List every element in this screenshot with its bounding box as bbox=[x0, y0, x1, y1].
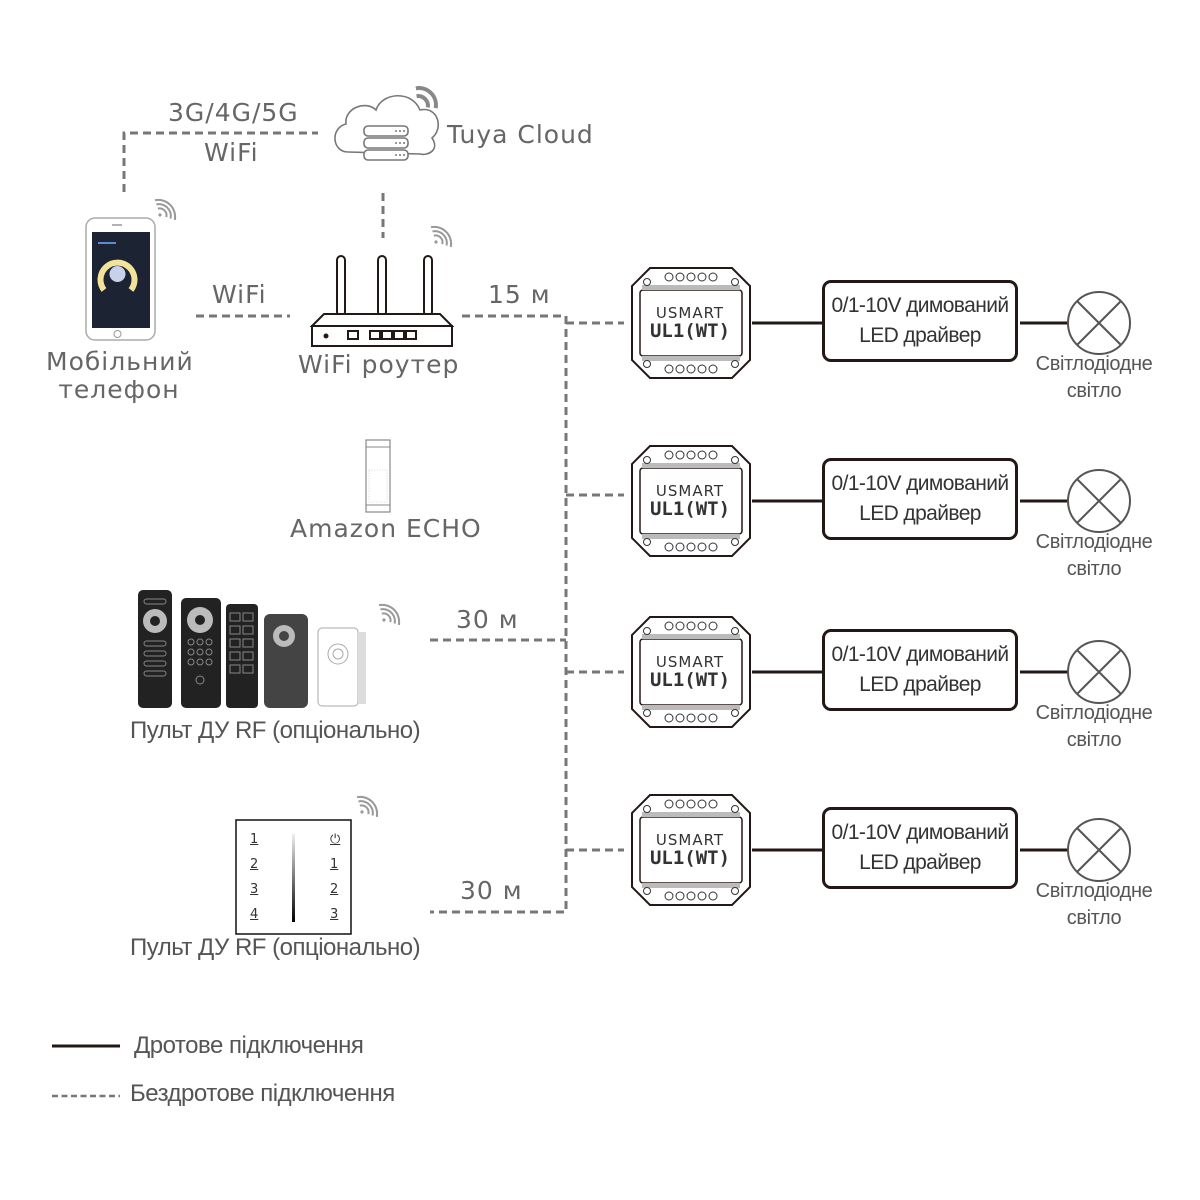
lamp-line2: світло bbox=[1066, 380, 1122, 402]
ul1-module-icon bbox=[631, 445, 751, 557]
wired-links bbox=[752, 321, 1068, 852]
phone-label-line1: Мобільний bbox=[46, 347, 194, 376]
lamp-label: Світлодіодне світло bbox=[1024, 878, 1164, 932]
cellular-wifi-label: WiFi bbox=[204, 138, 259, 167]
panel-key-left-2[interactable]: 2 bbox=[250, 857, 259, 872]
cloud-icon bbox=[334, 95, 440, 161]
lamp-line2: світло bbox=[1066, 907, 1122, 929]
router-trunk-link bbox=[430, 314, 568, 914]
lamp-line1: Світлодіодне bbox=[1035, 353, 1153, 375]
ul1-module: USMART UL1(WT) bbox=[632, 268, 748, 378]
cellular-label: 3G/4G/5G bbox=[168, 98, 299, 127]
led-driver-box: 0/1-10V димований LED драйвер bbox=[822, 280, 1018, 362]
ul1-module: USMART UL1(WT) bbox=[632, 617, 748, 727]
echo-label: Amazon ECHO bbox=[290, 514, 482, 543]
lamp-line1: Світлодіодне bbox=[1035, 531, 1153, 553]
driver-line1: 0/1-10V димований bbox=[831, 472, 1010, 495]
led-driver-box: 0/1-10V димований LED драйвер bbox=[822, 458, 1018, 540]
legend-wired-label: Дротове підключення bbox=[134, 1032, 364, 1059]
wireless-links bbox=[122, 131, 624, 914]
led-lamp-icon bbox=[1067, 469, 1131, 533]
lamp-line1: Світлодіодне bbox=[1035, 702, 1153, 724]
led-lamp-icon bbox=[1067, 640, 1131, 704]
driver-line1: 0/1-10V димований bbox=[831, 821, 1010, 844]
smartphone-icon bbox=[85, 217, 156, 341]
lamps bbox=[1067, 291, 1131, 882]
ul1-module: USMART UL1(WT) bbox=[632, 795, 748, 905]
phone-label-line2: телефон bbox=[58, 375, 180, 404]
module-brand: USMART bbox=[655, 482, 725, 500]
phone-wifi-label: WiFi bbox=[212, 280, 267, 309]
amazon-echo-icon bbox=[365, 439, 391, 513]
module-brand: USMART bbox=[655, 831, 725, 849]
lamp-line2: світло bbox=[1066, 558, 1122, 580]
wall-panel-icon bbox=[235, 819, 352, 935]
driver-line2: LED драйвер bbox=[859, 673, 981, 696]
router-signal-icon bbox=[423, 220, 458, 255]
remote-2-distance: 30 м bbox=[460, 876, 523, 905]
legend-wireless-label: Бездротове підключення bbox=[130, 1080, 395, 1107]
cloud-label: Tuya Cloud bbox=[447, 120, 594, 149]
panel-key-left-3[interactable]: 3 bbox=[250, 882, 259, 897]
module-brand: USMART bbox=[655, 653, 725, 671]
lamp-line2: світло bbox=[1066, 729, 1122, 751]
panel-key-right-1[interactable]: 1 bbox=[330, 857, 339, 872]
driver-line1: 0/1-10V димований bbox=[831, 294, 1010, 317]
led-driver-box: 0/1-10V димований LED драйвер bbox=[822, 807, 1018, 889]
remote-signal-icon bbox=[371, 598, 406, 633]
led-driver-box: 0/1-10V димований LED драйвер bbox=[822, 629, 1018, 711]
module-model: UL1(WT) bbox=[649, 669, 731, 691]
modules bbox=[631, 267, 751, 906]
module-model: UL1(WT) bbox=[649, 847, 731, 869]
phone-cloud-link bbox=[122, 131, 318, 192]
handheld-remotes-icon bbox=[138, 590, 366, 708]
lamp-line1: Світлодіодне bbox=[1035, 880, 1153, 902]
remote-1-label: Пульт ДУ RF (опціонально) bbox=[130, 717, 421, 744]
lamp-label: Світлодіодне світло bbox=[1024, 351, 1164, 405]
router-label: WiFi роутер bbox=[298, 350, 460, 379]
driver-line2: LED драйвер bbox=[859, 851, 981, 874]
module-model: UL1(WT) bbox=[649, 320, 731, 342]
cloud-signal-icon bbox=[415, 86, 438, 109]
panel-signal-icon bbox=[349, 790, 384, 825]
lamp-label: Світлодіодне світло bbox=[1024, 529, 1164, 583]
ul1-module-icon bbox=[631, 267, 751, 379]
lamp-label: Світлодіодне світло bbox=[1024, 700, 1164, 754]
router-icon bbox=[309, 255, 455, 347]
panel-key-left-4[interactable]: 4 bbox=[250, 907, 259, 922]
driver-line2: LED драйвер bbox=[859, 502, 981, 525]
ul1-module: USMART UL1(WT) bbox=[632, 446, 748, 556]
driver-line1: 0/1-10V димований bbox=[831, 643, 1010, 666]
ul1-module-icon bbox=[631, 794, 751, 906]
panel-key-left-1[interactable]: 1 bbox=[250, 832, 259, 847]
led-lamp-icon bbox=[1067, 818, 1131, 882]
remote-1-distance: 30 м bbox=[456, 605, 519, 634]
panel-key-right-2[interactable]: 2 bbox=[330, 882, 339, 897]
module-model: UL1(WT) bbox=[649, 498, 731, 520]
panel-key-power[interactable]: ⏻ bbox=[330, 832, 341, 847]
led-lamp-icon bbox=[1067, 291, 1131, 355]
panel-key-right-3[interactable]: 3 bbox=[330, 907, 339, 922]
router-distance-label: 15 м bbox=[488, 280, 551, 309]
ul1-module-icon bbox=[631, 616, 751, 728]
driver-line2: LED драйвер bbox=[859, 324, 981, 347]
remote-2-label: Пульт ДУ RF (опціонально) bbox=[130, 934, 421, 961]
module-brand: USMART bbox=[655, 304, 725, 322]
